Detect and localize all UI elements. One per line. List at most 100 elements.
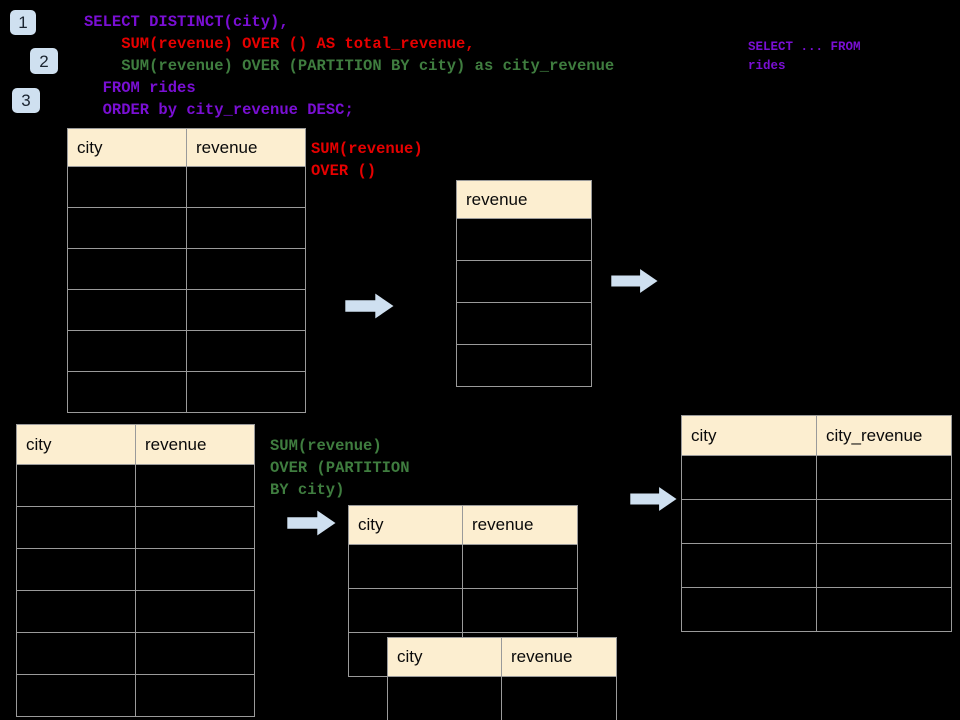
sql-line-order-by: ORDER by city_revenue DESC;: [84, 101, 354, 119]
cell-revenue: [135, 464, 255, 507]
step-badge-3-label: 3: [21, 91, 31, 110]
table-rides-source-top: city revenue: [67, 128, 306, 413]
cell-revenue: [135, 590, 255, 633]
step-badge-2: 2: [30, 48, 58, 74]
cell-city-revenue: [816, 499, 952, 544]
sql-line-sum-over-partition: SUM(revenue) OVER (PARTITION BY city) as…: [84, 57, 615, 75]
table-row: [348, 588, 578, 633]
table-header-row: revenue: [456, 180, 592, 219]
column-header-city: city: [348, 505, 463, 545]
table-row: [456, 218, 592, 261]
table-row: [16, 464, 255, 507]
cell-city: [681, 543, 817, 588]
step-badge-3: 3: [12, 88, 40, 113]
cell-city-revenue: [816, 455, 952, 500]
cell-revenue: [135, 632, 255, 675]
column-header-city-revenue: city_revenue: [816, 415, 952, 456]
cell-revenue: [462, 544, 578, 589]
cell-city: [67, 289, 187, 331]
cell-city: [348, 588, 463, 633]
table-header-row: city city_revenue: [681, 415, 952, 456]
column-header-city: city: [387, 637, 502, 677]
column-header-revenue: revenue: [462, 505, 578, 545]
column-header-revenue: revenue: [456, 180, 592, 219]
table-row: [348, 544, 578, 589]
cell-revenue: [456, 344, 592, 387]
table-row: [387, 676, 617, 720]
cell-revenue: [186, 248, 306, 290]
sql-line-select-distinct: SELECT DISTINCT(city),: [84, 13, 289, 31]
arrow-source-to-total: [345, 291, 395, 321]
table-row: [456, 260, 592, 303]
cell-revenue: [186, 371, 306, 413]
table-header-row: city revenue: [67, 128, 306, 167]
table-row: [67, 248, 306, 290]
table-row: [16, 590, 255, 633]
annotation-select-from-rides: SELECT ... FROM rides: [748, 40, 861, 73]
column-header-revenue: revenue: [135, 424, 255, 465]
table-row: [681, 587, 952, 632]
table-row: [16, 674, 255, 717]
cell-city: [67, 166, 187, 208]
cell-city: [16, 590, 136, 633]
cell-city: [67, 207, 187, 249]
cell-city: [681, 587, 817, 632]
column-header-revenue: revenue: [501, 637, 617, 677]
table-row: [67, 289, 306, 331]
cell-revenue: [186, 289, 306, 331]
table-row: [456, 344, 592, 387]
cell-revenue: [456, 218, 592, 261]
step-badge-1-label: 1: [18, 13, 28, 32]
cell-city-revenue: [816, 587, 952, 632]
sql-line-sum-over-empty: SUM(revenue) OVER () AS total_revenue,: [84, 35, 475, 53]
step-badge-1: 1: [10, 10, 36, 35]
cell-city: [16, 632, 136, 675]
column-header-city: city: [681, 415, 817, 456]
table-row: [67, 371, 306, 413]
cell-city: [67, 371, 187, 413]
cell-city: [16, 548, 136, 591]
cell-revenue: [135, 548, 255, 591]
cell-city: [16, 464, 136, 507]
annotation-sum-over-partition: SUM(revenue) OVER (PARTITION BY city): [270, 437, 410, 499]
table-row: [681, 543, 952, 588]
cell-city: [348, 544, 463, 589]
column-header-revenue: revenue: [186, 128, 306, 167]
table-row: [681, 455, 952, 500]
table-header-row: city revenue: [348, 505, 578, 545]
cell-revenue: [456, 302, 592, 345]
column-header-city: city: [16, 424, 136, 465]
cell-city: [67, 248, 187, 290]
cell-city: [67, 330, 187, 372]
cell-city: [16, 506, 136, 549]
column-header-city: city: [67, 128, 187, 167]
table-header-row: city revenue: [387, 637, 617, 677]
cell-revenue: [186, 330, 306, 372]
cell-revenue: [186, 166, 306, 208]
cell-revenue: [501, 676, 617, 720]
table-row: [456, 302, 592, 345]
cell-revenue: [456, 260, 592, 303]
annotation-sum-over-empty: SUM(revenue) OVER (): [311, 140, 423, 180]
table-total-revenue-result: revenue: [456, 180, 592, 387]
cell-revenue: [135, 506, 255, 549]
cell-city: [16, 674, 136, 717]
table-row: [67, 207, 306, 249]
table-city-revenue-result: city city_revenue: [681, 415, 952, 632]
sql-line-from-rides: FROM rides: [84, 79, 196, 97]
arrow-partition-to-output: [630, 484, 678, 514]
cell-revenue: [462, 588, 578, 633]
table-row: [681, 499, 952, 544]
table-row: [16, 632, 255, 675]
table-partition-group-front: city revenue: [387, 637, 617, 720]
table-header-row: city revenue: [16, 424, 255, 465]
table-row: [67, 166, 306, 208]
cell-revenue: [186, 207, 306, 249]
cell-city: [681, 499, 817, 544]
cell-city: [387, 676, 502, 720]
table-row: [67, 330, 306, 372]
cell-city-revenue: [816, 543, 952, 588]
cell-city: [681, 455, 817, 500]
table-row: [16, 506, 255, 549]
arrow-source-to-partition: [287, 508, 337, 538]
